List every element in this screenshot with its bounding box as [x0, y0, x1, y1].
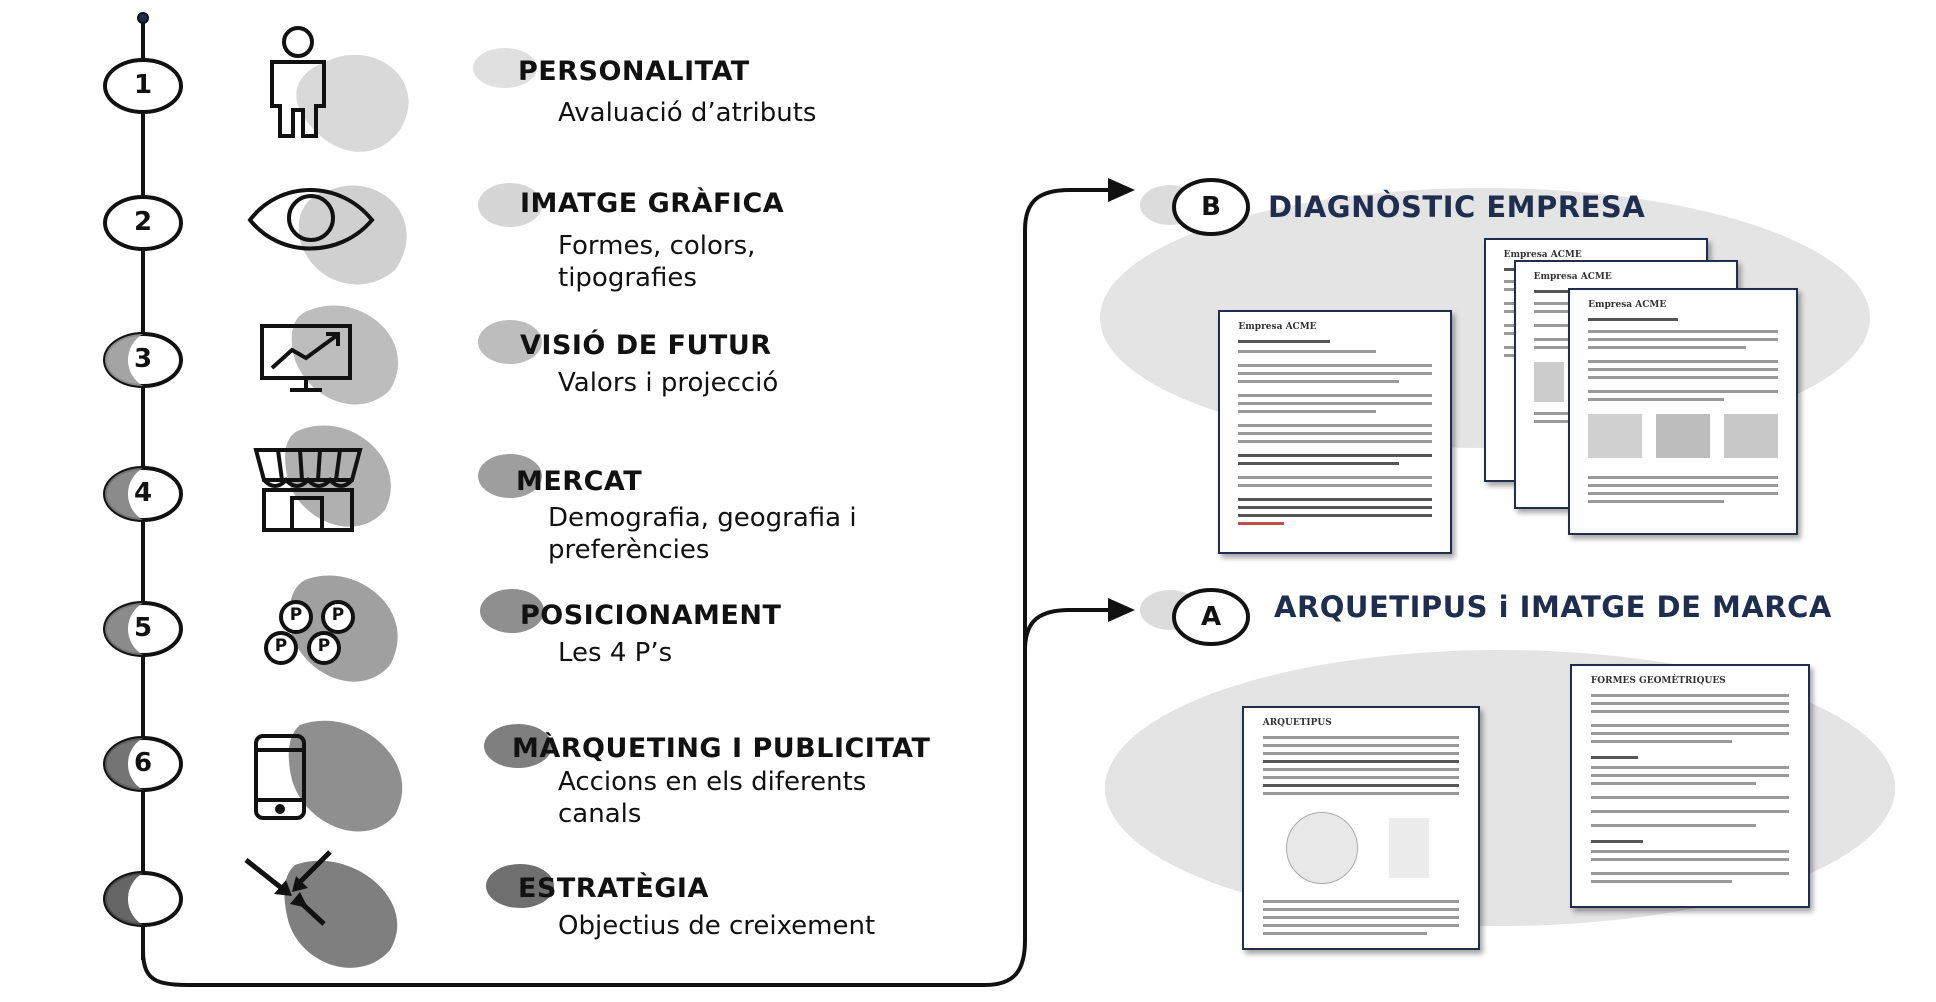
title-shadows	[473, 48, 1200, 908]
step-7-title: ESTRATÈGIA	[518, 873, 709, 904]
timeline-start-dot	[137, 12, 149, 24]
document-b-front: Empresa ACME	[1568, 288, 1798, 535]
storefront-icon	[253, 448, 363, 532]
p-letter-1: P	[289, 605, 303, 625]
connector-path	[141, 608, 1110, 987]
step-2-number: 2	[133, 207, 153, 237]
step-2-subtitle: Formes, colors, tipografies	[558, 231, 756, 293]
step-5-title: POSICIONAMENT	[520, 600, 782, 631]
section-a-title: ARQUETIPUS i IMATGE DE MARCA	[1274, 590, 1832, 624]
connector-path-upper	[1023, 188, 1110, 700]
target-arrows-icon	[244, 850, 332, 926]
section-b-title: DIAGNÒSTIC EMPRESA	[1268, 190, 1646, 224]
step-5-subtitle: Les 4 P’s	[558, 638, 673, 668]
arrowhead-a	[1108, 598, 1135, 622]
p-letter-2: P	[331, 605, 345, 625]
step-1-number: 1	[133, 70, 153, 100]
step-6-subtitle: Accions en els diferents canals	[558, 767, 867, 829]
section-b-letter: B	[1201, 192, 1221, 222]
document-b-left: Empresa ACME	[1218, 310, 1452, 554]
document-a-left: ARQUETIPUS	[1242, 706, 1480, 950]
p-letter-4: P	[317, 636, 331, 656]
four-p-icon	[264, 600, 355, 665]
step-3-number: 3	[133, 344, 153, 374]
step-7-number: 7	[133, 883, 153, 913]
growth-chart-icon	[260, 324, 352, 392]
p-letter-3: P	[274, 636, 288, 656]
section-a-letter: A	[1200, 602, 1222, 632]
step-3-title: VISIÓ DE FUTUR	[520, 330, 772, 361]
section-b-badge	[1172, 178, 1250, 236]
step-6-title: MÀRQUETING I PUBLICITAT	[512, 733, 931, 764]
step-3-subtitle: Valors i projecció	[558, 368, 779, 398]
step-7-subtitle: Objectius de creixement	[558, 911, 876, 941]
document-a-right: FORMES GEOMÈTRIQUES	[1570, 664, 1810, 908]
eye-icon	[247, 188, 375, 251]
step-5-number: 5	[133, 613, 153, 643]
step-6-number: 6	[133, 748, 153, 778]
step-4-title: MERCAT	[516, 466, 643, 497]
section-a-badge	[1172, 588, 1250, 646]
person-icon	[270, 26, 326, 138]
smartphone-icon	[254, 734, 306, 820]
step-1-subtitle: Avaluació d’atributs	[558, 98, 817, 128]
step-4-number: 4	[133, 478, 153, 508]
step-4-subtitle: Demografia, geografia i preferències	[548, 503, 857, 565]
step-1-title: PERSONALITAT	[518, 56, 750, 87]
step-2-title: IMATGE GRÀFICA	[520, 188, 785, 219]
arrowhead-b	[1108, 178, 1135, 202]
